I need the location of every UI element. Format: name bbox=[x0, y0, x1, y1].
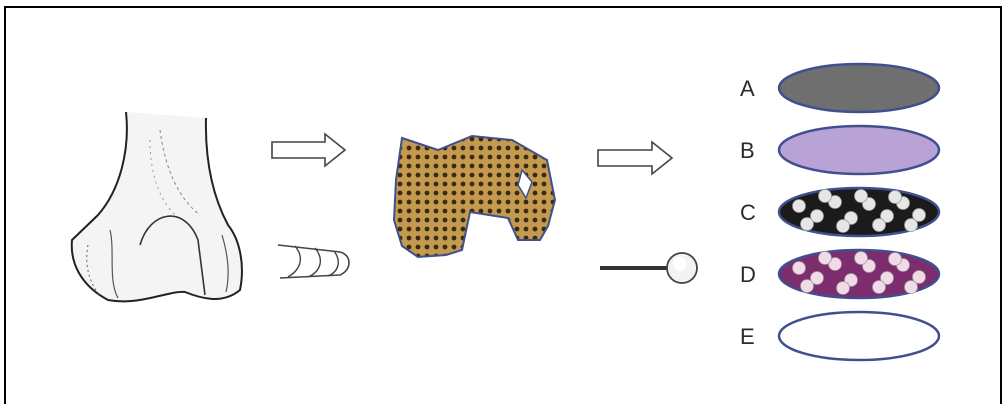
sample-label-b: B bbox=[740, 138, 755, 163]
bone-block-icon bbox=[394, 136, 555, 257]
sample-label-a: A bbox=[740, 76, 755, 101]
cell-dot bbox=[855, 252, 868, 265]
sample-label-e: E bbox=[740, 324, 755, 349]
cell-dot bbox=[855, 190, 868, 203]
cell-dot bbox=[837, 282, 850, 295]
drill-bit-icon bbox=[278, 245, 349, 278]
cell-dot bbox=[873, 219, 886, 232]
sample-ellipse-e bbox=[779, 312, 939, 360]
sample-label-d: D bbox=[740, 262, 756, 287]
magnifier-icon bbox=[600, 253, 697, 283]
cell-dot bbox=[889, 253, 902, 266]
femur-sketch-icon bbox=[72, 112, 242, 301]
cell-dot bbox=[793, 200, 806, 213]
cell-dot bbox=[819, 190, 832, 203]
cell-dot bbox=[793, 262, 806, 275]
cell-dot bbox=[905, 281, 918, 294]
cell-dot bbox=[837, 220, 850, 233]
cell-dot bbox=[819, 252, 832, 265]
hollow-arrow-icon bbox=[598, 142, 672, 174]
cell-dot bbox=[905, 219, 918, 232]
sample-label-c: C bbox=[740, 200, 756, 225]
cell-dot bbox=[801, 218, 814, 231]
sample-ellipse-a bbox=[779, 64, 939, 112]
cell-dot bbox=[889, 191, 902, 204]
cell-dot bbox=[873, 281, 886, 294]
hollow-arrow-icon bbox=[272, 134, 345, 166]
sample-ellipse-b bbox=[779, 126, 939, 174]
samples-group: A B C D E bbox=[740, 64, 939, 360]
cell-dot bbox=[801, 280, 814, 293]
